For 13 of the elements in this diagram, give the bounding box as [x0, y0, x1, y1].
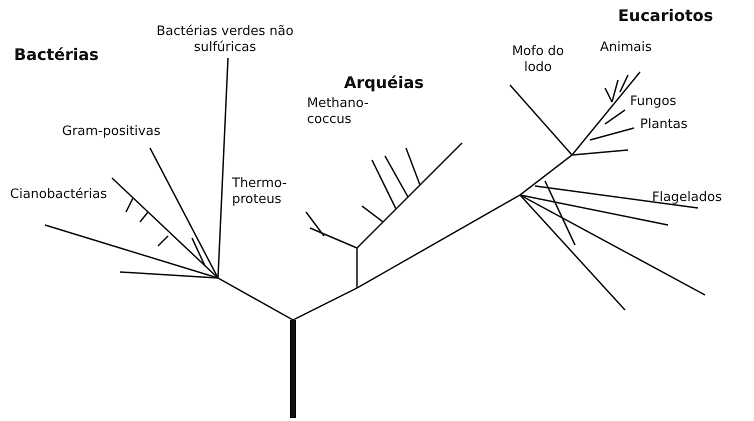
- taxon-label: Mofo do lodo: [510, 44, 566, 76]
- taxon-label: Fungos: [630, 94, 678, 110]
- taxon-label: Animais: [600, 40, 653, 56]
- taxon-label: Gram-positivas: [62, 124, 162, 140]
- taxon-label: Thermo- proteus: [232, 176, 288, 208]
- taxon-label: Flagelados: [652, 190, 723, 206]
- group-heading: Eucariotos: [618, 6, 714, 25]
- group-heading: Arquéias: [344, 73, 425, 92]
- taxon-label: Plantas: [640, 117, 688, 133]
- taxon-label: Cianobactérias: [10, 187, 108, 203]
- taxon-label: Methano- coccus: [307, 96, 370, 128]
- group-heading: Bactérias: [14, 45, 100, 64]
- taxon-label: Bactérias verdes não sulfúricas: [155, 24, 295, 56]
